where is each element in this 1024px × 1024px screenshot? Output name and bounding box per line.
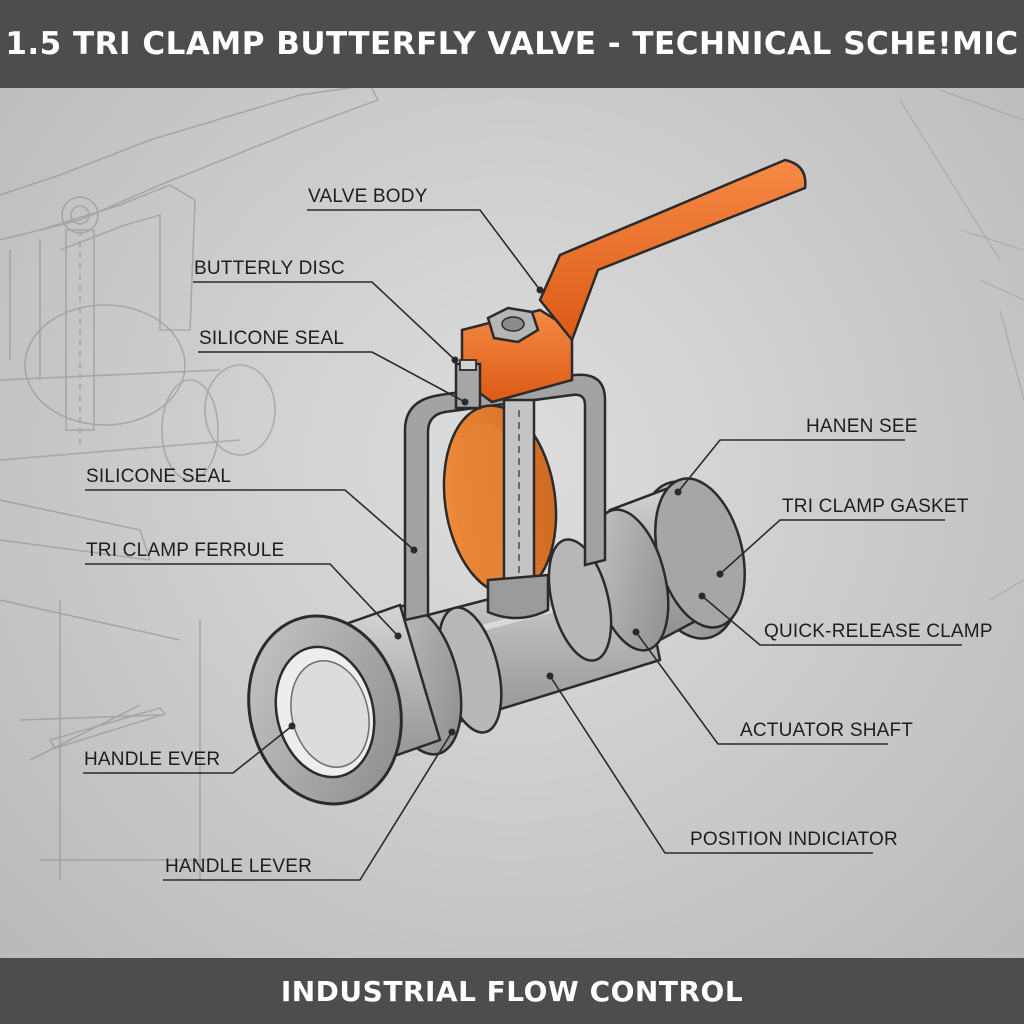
- label-position-indicator: POSITION INDICIATOR: [690, 829, 898, 850]
- left-ferrule: [247, 603, 503, 806]
- label-tri-clamp-ferrule: TRI CLAMP FERRULE: [86, 540, 285, 561]
- yoke-frame: [403, 373, 607, 622]
- label-butterfly-disc: BUTTERLY DISC: [194, 258, 345, 279]
- handle-lever: [538, 158, 807, 343]
- label-handle-ever: HANDLE EVER: [84, 749, 221, 770]
- label-handle-lever: HANDLE LEVER: [165, 856, 313, 877]
- label-quick-release-clamp: QUICK-RELEASE CLAMP: [764, 621, 993, 642]
- right-ferrule: [547, 477, 746, 662]
- label-tri-clamp-gasket: TRI CLAMP GASKET: [782, 496, 969, 517]
- header-title: 1.5 TRI CLAMP BUTTERFLY VALVE - TECHNICA…: [0, 0, 1024, 88]
- label-silicone-seal-lower: SILICONE SEAL: [86, 466, 232, 487]
- leader-lines: [83, 209, 962, 881]
- leader-dots: [288, 286, 724, 736]
- label-valve-body: VALVE BODY: [308, 186, 428, 207]
- footer-caption: INDUSTRIAL FLOW CONTROL: [0, 958, 1024, 1024]
- label-hanen-see: HANEN SEE: [806, 416, 918, 437]
- label-silicone-seal-upper: SILICONE SEAL: [199, 328, 345, 349]
- label-actuator-shaft: ACTUATOR SHAFT: [740, 720, 914, 741]
- background-sketch: [0, 84, 380, 880]
